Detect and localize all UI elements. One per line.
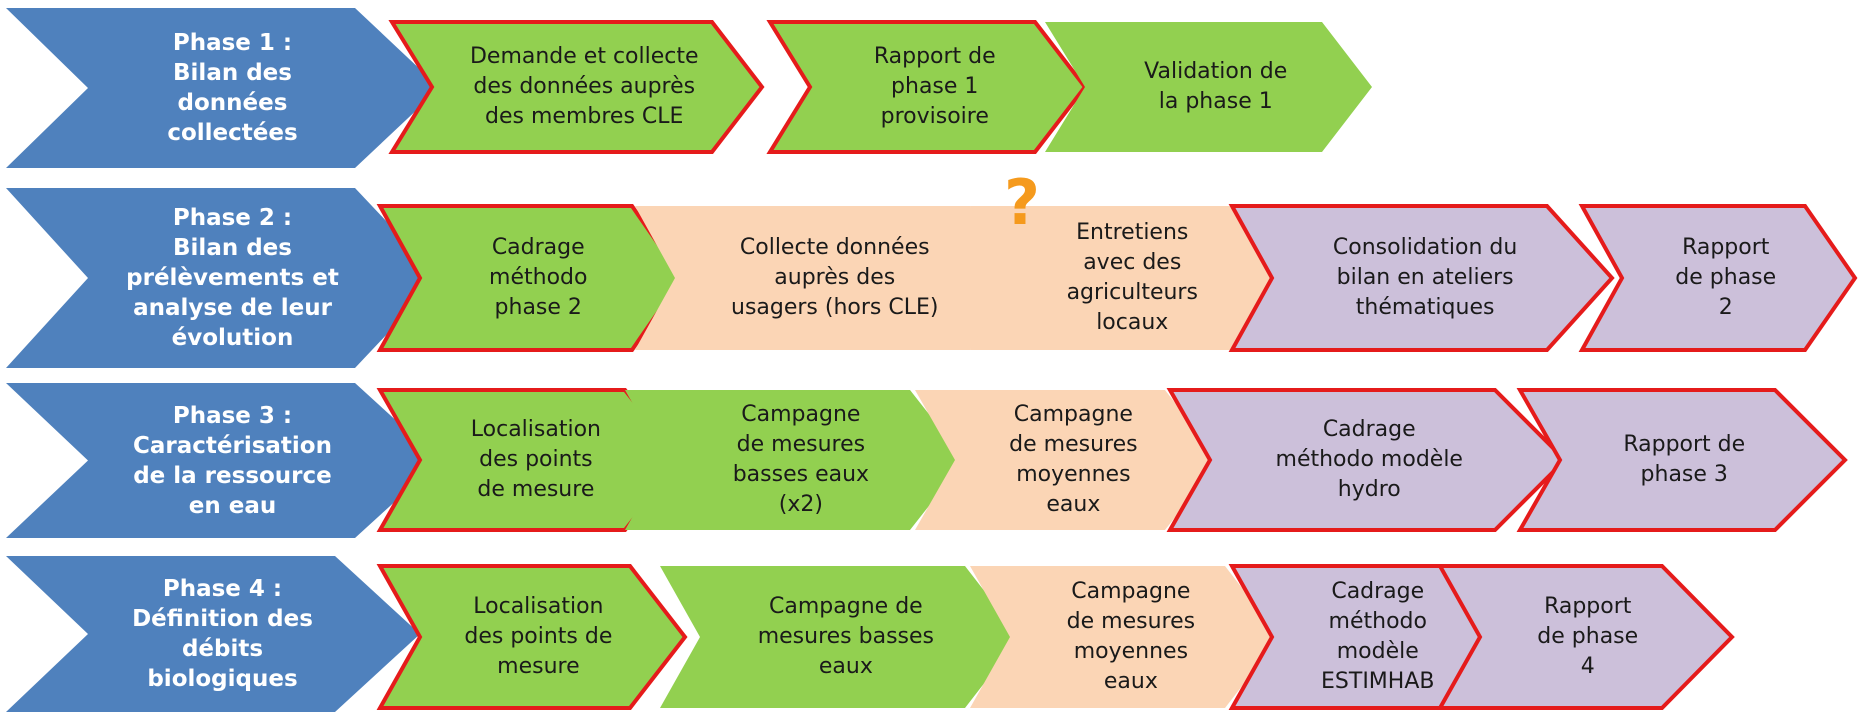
phase-4-step-3-chevron — [970, 566, 1280, 708]
phase-2-step-1-chevron — [376, 204, 685, 352]
phase-1-label: Phase 1 : Bilan des données collectées — [167, 30, 298, 146]
phase-2-step-2-chevron — [635, 206, 1020, 350]
phase-1-step-2-label: Rapport de phase 1 provisoire — [873, 44, 996, 129]
phase-2-step-4-chevron — [1228, 204, 1615, 352]
phase-1-step-3-chevron — [1045, 22, 1372, 152]
phase-4-chevron — [6, 556, 420, 712]
phase-2-chevron — [6, 188, 440, 368]
phase-4-label: Phase 4 : Définition des débits biologiq… — [132, 576, 313, 692]
phase-2-label: Phase 2 : Bilan des prélèvements et anal… — [126, 205, 339, 351]
phase-4-step-1-label: Localisation des points de mesure — [464, 594, 613, 679]
phase-1-step-1-label: Demande et collecte des données auprès d… — [469, 44, 699, 129]
phase-3-step-5-chevron — [1516, 388, 1848, 532]
phase-4-step-5-chevron — [1436, 564, 1735, 710]
phase-3-step-4-label: Cadrage méthodo modèle hydro — [1275, 417, 1463, 502]
phase-2-step-3-label: Entretiens avec des agriculteurs locaux — [1066, 220, 1198, 335]
phase-4-step-5-label: Rapport de phase 4 — [1537, 594, 1639, 679]
phase-3-label: Phase 3 : Caractérisation de la ressourc… — [133, 402, 332, 519]
phase-4-step-4-label: Cadrage méthodo modèle ESTIMHAB — [1321, 579, 1435, 694]
phase-3-step-3-label: Campagne de mesures moyennes eaux — [1009, 402, 1138, 517]
phase-2-step-1-label: Cadrage méthodo phase 2 — [489, 235, 588, 320]
phase-4-step-2-label: Campagne de mesures basses eaux — [757, 594, 935, 679]
phase-3-chevron — [6, 383, 440, 538]
question-mark-icon: ? — [1004, 166, 1040, 239]
phase-3-step-5-label: Rapport de phase 3 — [1623, 432, 1746, 487]
phase-3-step-1-label: Localisation des points de mesure — [470, 417, 601, 502]
phase-3-step-3-chevron — [915, 390, 1220, 530]
phase-2-step-4-label: Consolidation du bilan en ateliers théma… — [1332, 235, 1518, 320]
phase-2-step-5-chevron — [1578, 204, 1858, 352]
phase-4-step-2-chevron — [660, 566, 1020, 708]
phase-3-step-4-chevron — [1166, 388, 1568, 532]
phase-3-step-2-label: Campagne de mesures basses eaux (x2) — [732, 402, 870, 517]
phase-3-step-2-chevron — [625, 390, 965, 530]
phase-4-step-1-chevron — [376, 564, 688, 710]
phase-2-step-5-label: Rapport de phase 2 — [1675, 235, 1777, 320]
phase-1-step-2-chevron — [766, 20, 1088, 154]
phase-2-step-3-chevron — [970, 206, 1280, 350]
phase-1-step-1-chevron — [388, 20, 765, 154]
phase-1-step-3-label: Validation de la phase 1 — [1144, 59, 1288, 114]
phase-4-step-3-label: Campagne de mesures moyennes eaux — [1066, 579, 1196, 694]
phase-2-step-2-label: Collecte données auprès des usagers (hor… — [731, 235, 939, 320]
phase-1-chevron — [6, 8, 440, 168]
